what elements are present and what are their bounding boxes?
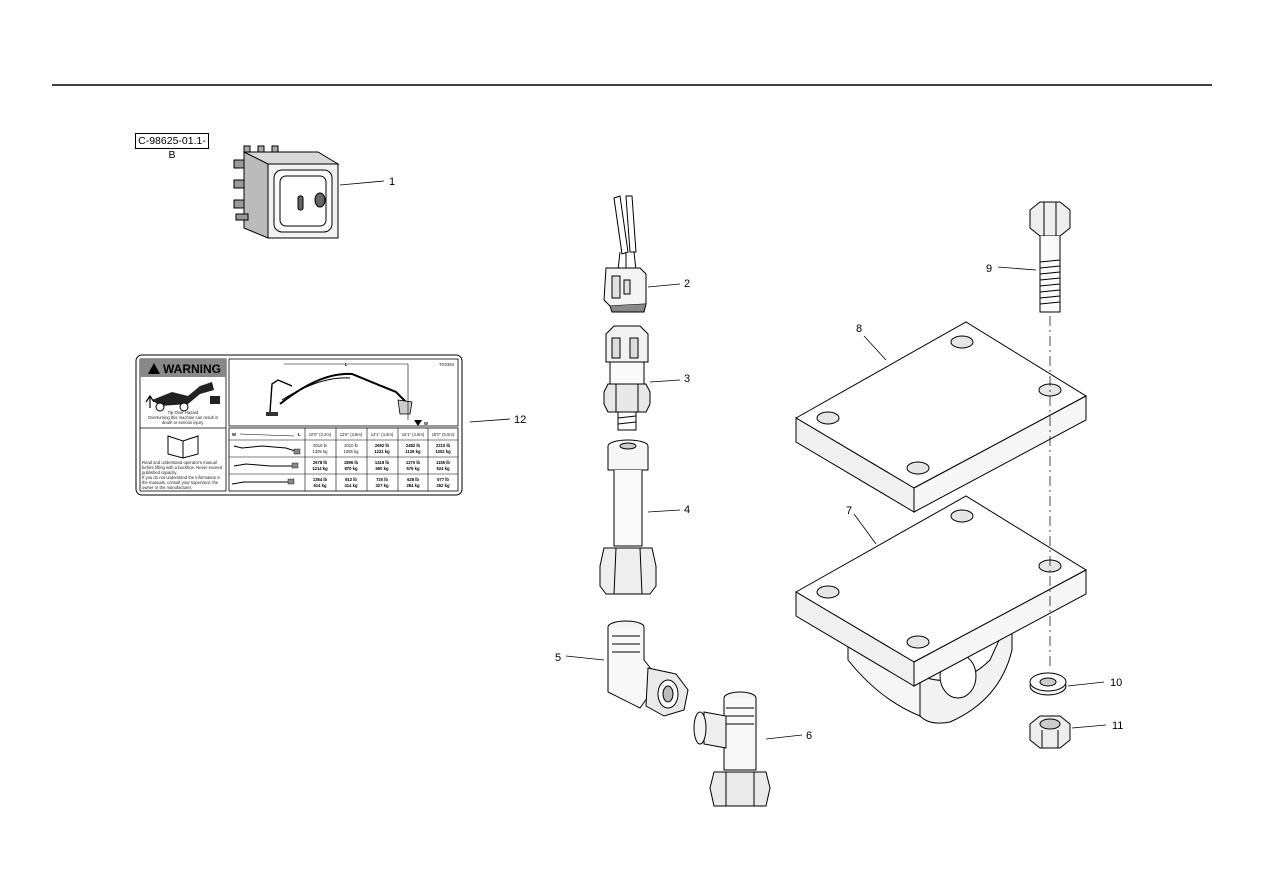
decal-col-1: 10'0" (3.2m) bbox=[309, 432, 332, 437]
leader-6 bbox=[765, 734, 803, 740]
decal-manual-line6: owner or the manufacturer. bbox=[142, 485, 192, 490]
decal-r2-lb-3: 1418 lb bbox=[375, 460, 390, 465]
diagram-id-label: C-98625-01.1-B bbox=[135, 133, 209, 161]
decal-r2-lb-2: 1896 lb bbox=[344, 460, 359, 465]
callout-4: 4 bbox=[684, 504, 690, 516]
part-adapter-tube bbox=[599, 439, 657, 595]
decal-r2-lb-5: 1155 lb bbox=[436, 460, 450, 465]
decal-r3-lb-4: 628 lb bbox=[407, 477, 419, 482]
decal-r1-lb-3: 2692 lb bbox=[375, 443, 390, 448]
decal-r2-lb-4: 1270 lb bbox=[406, 460, 421, 465]
callout-7: 7 bbox=[846, 505, 852, 517]
callout-3: 3 bbox=[684, 373, 690, 385]
callout-11: 11 bbox=[1112, 720, 1123, 732]
part-lock-washer bbox=[1029, 672, 1067, 696]
decal-r3-lb-5: 577 lb bbox=[437, 477, 449, 482]
decal-r1-kg-5: 1002 kg bbox=[435, 449, 451, 454]
decal-hazard-line1: Overturning this machine can result in bbox=[148, 415, 219, 420]
callout-2: 2 bbox=[684, 278, 690, 290]
decal-r2-kg-3: 650 kg bbox=[375, 466, 388, 471]
decal-r3-lb-3: 720 lb bbox=[376, 477, 388, 482]
decal-manual-line5: the manuals, consult your supervisor, th… bbox=[142, 480, 219, 485]
decal-manual-line4: If you do not understand the information… bbox=[142, 475, 221, 480]
callout-6: 6 bbox=[806, 730, 812, 742]
leader-11 bbox=[1071, 724, 1107, 729]
decal-r1-kg-1: 1305 kg bbox=[313, 449, 329, 454]
part-hex-nut bbox=[1029, 715, 1071, 749]
leader-2 bbox=[647, 283, 681, 288]
callout-12: 12 bbox=[514, 414, 526, 426]
part-bolt bbox=[1029, 201, 1071, 313]
decal-r1-lb-2: 3010 lb bbox=[344, 443, 358, 448]
callout-8: 8 bbox=[856, 323, 862, 335]
part-top-plate bbox=[795, 321, 1088, 513]
decal-r1-kg-4: 1126 kg bbox=[405, 449, 421, 454]
decal-manual-line2: before lifting with a backhoe. Never exc… bbox=[142, 465, 223, 470]
decal-table-col-w: W bbox=[232, 432, 236, 437]
leader-10 bbox=[1067, 681, 1105, 687]
decal-r1-kg-2: 1365 kg bbox=[344, 449, 360, 454]
decal-r3-kg-4: 284 kg bbox=[406, 483, 419, 488]
decal-r3-kg-2: 414 kg bbox=[344, 483, 357, 488]
decal-hazard-line2: death or serious injury. bbox=[162, 420, 204, 425]
decal-r1-lb-1: 3016 lb bbox=[313, 443, 327, 448]
part-rocker-switch bbox=[233, 145, 340, 239]
decal-warning-title: WARNING bbox=[163, 362, 221, 376]
decal-col-5: 16'0" (5.0m) bbox=[432, 432, 455, 437]
decal-code: TG0384 bbox=[439, 362, 455, 367]
part-wire-connector bbox=[603, 195, 647, 313]
decal-col-2: 12'6" (3.8m) bbox=[340, 432, 363, 437]
leader-7 bbox=[853, 513, 877, 545]
leader-8 bbox=[863, 335, 887, 361]
part-tee-fitting bbox=[693, 691, 771, 807]
decal-r2-kg-4: 576 kg bbox=[406, 466, 419, 471]
leader-1 bbox=[339, 180, 385, 186]
decal-manual-line3: published capacity. bbox=[142, 470, 177, 475]
leader-3 bbox=[649, 379, 681, 383]
decal-r1-lb-4: 2482 lb bbox=[406, 443, 421, 448]
decal-manual-line1: Read and understand operator's manual bbox=[142, 460, 217, 465]
decal-r1-kg-3: 1221 kg bbox=[374, 449, 390, 454]
decal-r3-kg-3: 327 kg bbox=[375, 483, 388, 488]
decal-r3-kg-5: 262 kg bbox=[436, 483, 449, 488]
part-mounting-bracket bbox=[795, 495, 1088, 724]
decal-r2-kg-5: 524 kg bbox=[436, 466, 449, 471]
leader-12 bbox=[469, 418, 511, 423]
decal-col-4: 15'1" (4.6m) bbox=[402, 432, 425, 437]
callout-5: 5 bbox=[555, 652, 561, 664]
decal-hazard-title: Tip-Over Hazard bbox=[168, 410, 199, 415]
decal-dim-length: L bbox=[345, 362, 348, 367]
decal-r2-lb-1: 2678 lb bbox=[313, 460, 328, 465]
decal-r1-lb-5: 2210 lb bbox=[436, 443, 451, 448]
part-elbow-fitting bbox=[607, 620, 689, 717]
leader-4 bbox=[647, 509, 681, 513]
decal-r3-kg-1: 614 kg bbox=[313, 483, 326, 488]
callout-1: 1 bbox=[389, 176, 395, 188]
callout-10: 10 bbox=[1110, 677, 1122, 689]
part-warning-decal: WARNING Tip-Over Hazard Overturning this… bbox=[135, 354, 463, 496]
decal-r2-kg-2: 870 kg bbox=[344, 466, 357, 471]
decal-r3-lb-2: 912 lb bbox=[345, 477, 357, 482]
part-pressure-sensor bbox=[603, 325, 651, 431]
leader-5 bbox=[565, 655, 605, 661]
decal-dim-weight: W bbox=[424, 421, 428, 426]
decal-table-col-l: L bbox=[298, 432, 301, 437]
leader-9 bbox=[997, 266, 1037, 271]
decal-col-3: 14'1" (4.3m) bbox=[371, 432, 394, 437]
decal-r2-kg-1: 1214 kg bbox=[312, 466, 328, 471]
callout-9: 9 bbox=[986, 263, 992, 275]
decal-r3-lb-1: 1354 lb bbox=[313, 477, 328, 482]
